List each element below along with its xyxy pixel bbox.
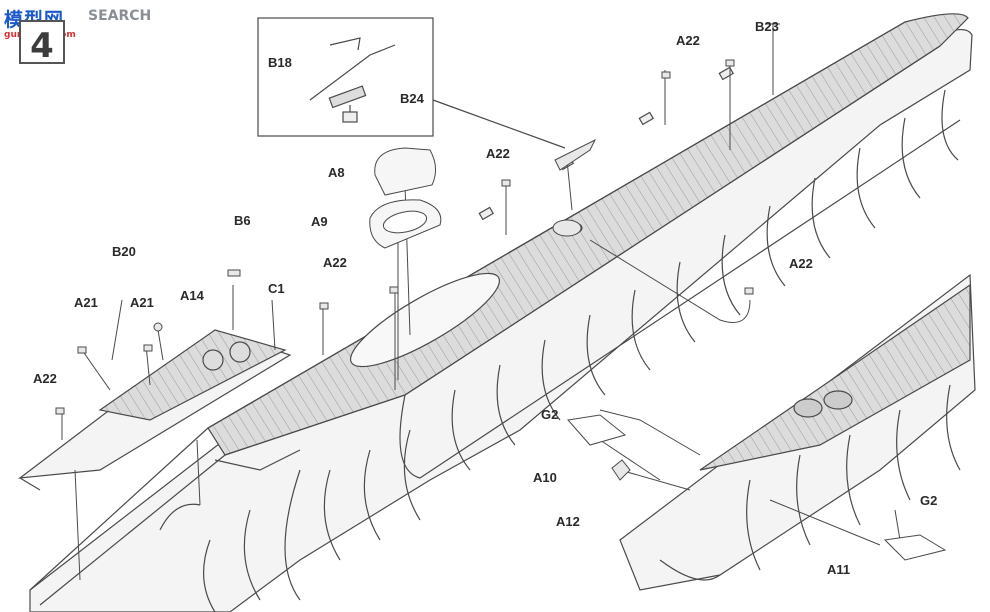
label-b6: B6: [234, 213, 251, 228]
label-a9: A9: [311, 214, 328, 229]
label-g2: G2: [541, 407, 559, 422]
label-b18: B18: [268, 55, 292, 70]
label-a22: A22: [33, 371, 57, 386]
step-number-box: 4: [19, 20, 65, 66]
label-a11: A11: [827, 562, 851, 577]
gun-detail-box: [257, 17, 566, 149]
label-b24: B24: [400, 91, 424, 106]
label-a21: A21: [74, 295, 98, 310]
label-b23: B23: [755, 19, 779, 34]
label-a14: A14: [180, 288, 204, 303]
small-parts: [55, 23, 947, 561]
label-a22: A22: [789, 256, 813, 271]
label-a21: A21: [130, 295, 154, 310]
step-number: 4: [30, 26, 54, 66]
stern-deck-inset: [619, 273, 976, 591]
label-b20: B20: [112, 244, 136, 259]
label-a12: A12: [556, 514, 580, 529]
label-g2: G2: [920, 493, 938, 508]
label-a10: A10: [533, 470, 557, 485]
label-a22: A22: [676, 33, 700, 48]
forward-deck-inset: [17, 329, 292, 491]
main-hull: [29, 13, 973, 612]
label-a22: A22: [486, 146, 510, 161]
label-a8: A8: [328, 165, 345, 180]
label-a22: A22: [323, 255, 347, 270]
label-c1: C1: [268, 281, 285, 296]
watermark-brand: SEARCH: [88, 8, 152, 24]
